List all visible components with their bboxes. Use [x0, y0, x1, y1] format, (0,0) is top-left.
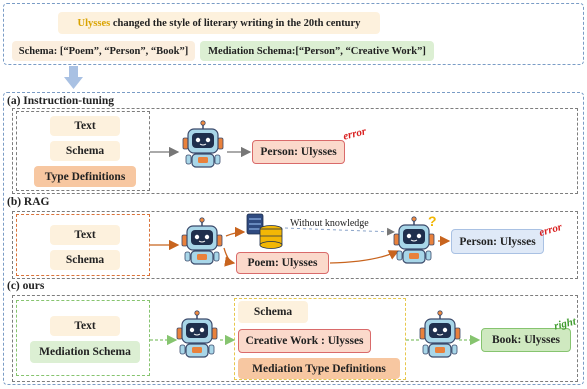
section-a-title: (a) Instruction-tuning — [7, 95, 115, 107]
schema-label: Schema: [“Poem”, “Person”, “Book”] — [12, 41, 195, 61]
section-b-input-frame — [16, 214, 150, 276]
main-frame — [3, 92, 584, 385]
section-c-input-frame — [16, 300, 150, 376]
sentence-rest: changed the style of literary writing in… — [110, 17, 361, 29]
section-c-schema: Schema — [238, 301, 308, 323]
section-c-text: Text — [50, 316, 120, 336]
section-c-mediation-schema: Mediation Schema — [30, 341, 140, 363]
section-b-frame — [12, 211, 578, 279]
section-b-note: Without knowledge — [290, 218, 369, 229]
section-b-title: (b) RAG — [7, 196, 50, 208]
section-b-text: Text — [50, 225, 120, 245]
header-frame — [3, 3, 584, 65]
sentence-entity: Ulysses — [77, 17, 111, 29]
section-b-schema: Schema — [50, 250, 120, 270]
mediation-schema-label: Mediation Schema:[“Person”, “Creative Wo… — [200, 41, 434, 61]
section-a-output: Person: Ulysses — [252, 140, 345, 164]
section-b-intermediate: Poem: Ulysses — [236, 252, 329, 274]
section-a-input-frame — [16, 111, 150, 191]
section-c-title: (c) ours — [7, 280, 45, 292]
section-a-frame — [12, 108, 578, 194]
section-c-creative-work: Creative Work : Ulysses — [238, 329, 371, 353]
section-a-type-definitions: Type Definitions — [34, 166, 136, 187]
section-c-frame — [12, 295, 578, 382]
input-sentence: Ulysses changed the style of literary wr… — [58, 12, 380, 34]
section-c-mediation-type-definitions: Mediation Type Definitions — [238, 358, 400, 379]
section-a-schema: Schema — [50, 141, 120, 161]
section-b-output: Person: Ulysses — [451, 229, 544, 254]
section-c-output: Book: Ulysses — [481, 328, 571, 352]
section-a-text: Text — [50, 116, 120, 136]
